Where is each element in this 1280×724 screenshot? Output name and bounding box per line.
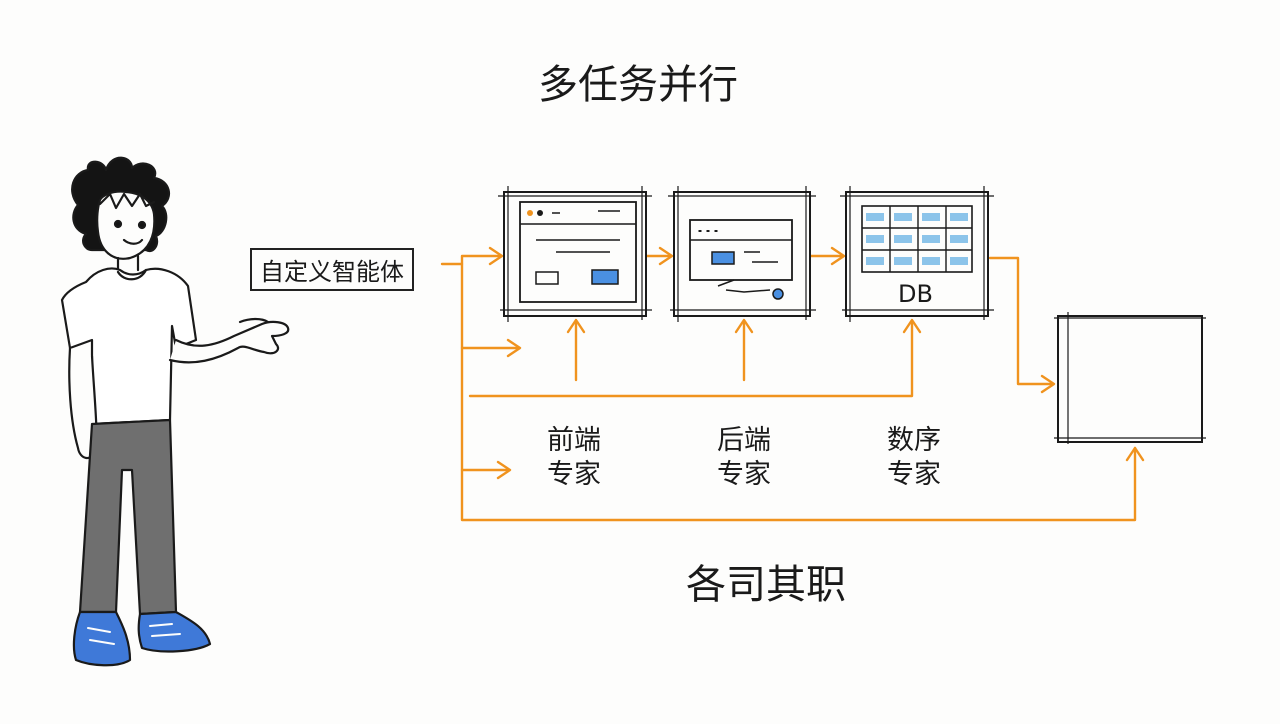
db-label: DB: [898, 280, 933, 308]
arrowhead: [1040, 374, 1056, 394]
arrowhead: [566, 318, 586, 334]
frontend-button-blue: [591, 269, 619, 285]
right-eye: [137, 220, 147, 230]
db-cell: [922, 213, 940, 221]
frontend-panel: [498, 186, 652, 322]
arrowhead: [506, 338, 522, 358]
arrowhead: [830, 246, 846, 266]
right-arm: [168, 320, 290, 364]
left-eye: [113, 219, 123, 229]
role-backend: 后端 专家: [684, 424, 804, 492]
output-sketch-edges: [1054, 312, 1206, 444]
db-cell: [866, 257, 884, 265]
left-shoe: [72, 610, 132, 667]
bus-line: [468, 320, 914, 398]
fringe: [98, 192, 156, 210]
smile: [122, 238, 144, 245]
backend-sketch-marks: [717, 251, 778, 293]
arrowhead: [902, 318, 922, 334]
arrowhead: [496, 460, 512, 480]
db-panel: [840, 186, 994, 322]
role-frontend: 前端 专家: [514, 424, 634, 492]
person-figure: [60, 156, 290, 667]
connector-lines: [440, 254, 1137, 522]
role-frontend-line1: 前端: [547, 425, 601, 456]
output-frame: [1057, 315, 1203, 443]
frontend-sketch-edges: [498, 186, 652, 322]
backend-node: [772, 288, 784, 300]
db-cell: [950, 235, 968, 243]
db-cell: [922, 235, 940, 243]
frontend-dot: [527, 210, 533, 216]
db-sketch-edges: [840, 186, 994, 322]
title-bottom: 各司其职: [686, 562, 846, 608]
db-cell: [950, 213, 968, 221]
db-cells: [866, 213, 968, 265]
frontend-dot: [537, 210, 543, 216]
trunk-line: [460, 262, 1137, 522]
backend-frame: [673, 191, 811, 317]
title-top: 多任务并行: [538, 62, 738, 108]
db-grid-outline: [861, 205, 973, 273]
arrowhead: [658, 246, 674, 266]
db-cell: [950, 257, 968, 265]
arrowhead: [734, 318, 754, 334]
collar: [116, 268, 148, 281]
arrowhead: [488, 246, 504, 266]
arrowheads: [488, 246, 1145, 480]
role-frontend-line2: 专家: [547, 459, 601, 490]
frontend-window: [519, 201, 637, 303]
db-cell: [866, 235, 884, 243]
db-grid-lines: [862, 206, 972, 272]
backend-panel: [668, 186, 816, 322]
db-frame: [845, 191, 989, 317]
frontend-text-lines: [536, 210, 620, 253]
arrowhead: [1125, 446, 1145, 462]
db-cell: [922, 257, 940, 265]
db-cell: [894, 257, 912, 265]
agent-tag: 自定义智能体: [250, 248, 414, 291]
backend-window: [689, 219, 793, 281]
pants: [78, 418, 178, 616]
role-backend-line1: 后端: [717, 425, 771, 456]
db-to-output-line: [988, 256, 1054, 386]
t-shirt: [60, 267, 198, 426]
db-cell: [894, 213, 912, 221]
backend-dots: [698, 230, 718, 232]
laces: [87, 623, 181, 645]
frontend-frame: [503, 191, 647, 317]
backend-block-blue: [711, 251, 735, 265]
role-backend-line2: 专家: [717, 459, 771, 490]
role-data-line2: 专家: [887, 459, 941, 490]
db-cell: [866, 213, 884, 221]
role-data: 数序 专家: [854, 424, 974, 492]
tag-to-frontend-line: [440, 254, 502, 266]
finger: [238, 317, 270, 324]
db-cell: [894, 235, 912, 243]
role-data-line1: 数序: [887, 425, 941, 456]
left-arm: [68, 346, 98, 460]
right-shoe: [137, 610, 212, 653]
frontend-button-outline: [535, 271, 559, 285]
output-box: [1054, 312, 1206, 444]
backend-sketch-edges: [668, 186, 816, 322]
